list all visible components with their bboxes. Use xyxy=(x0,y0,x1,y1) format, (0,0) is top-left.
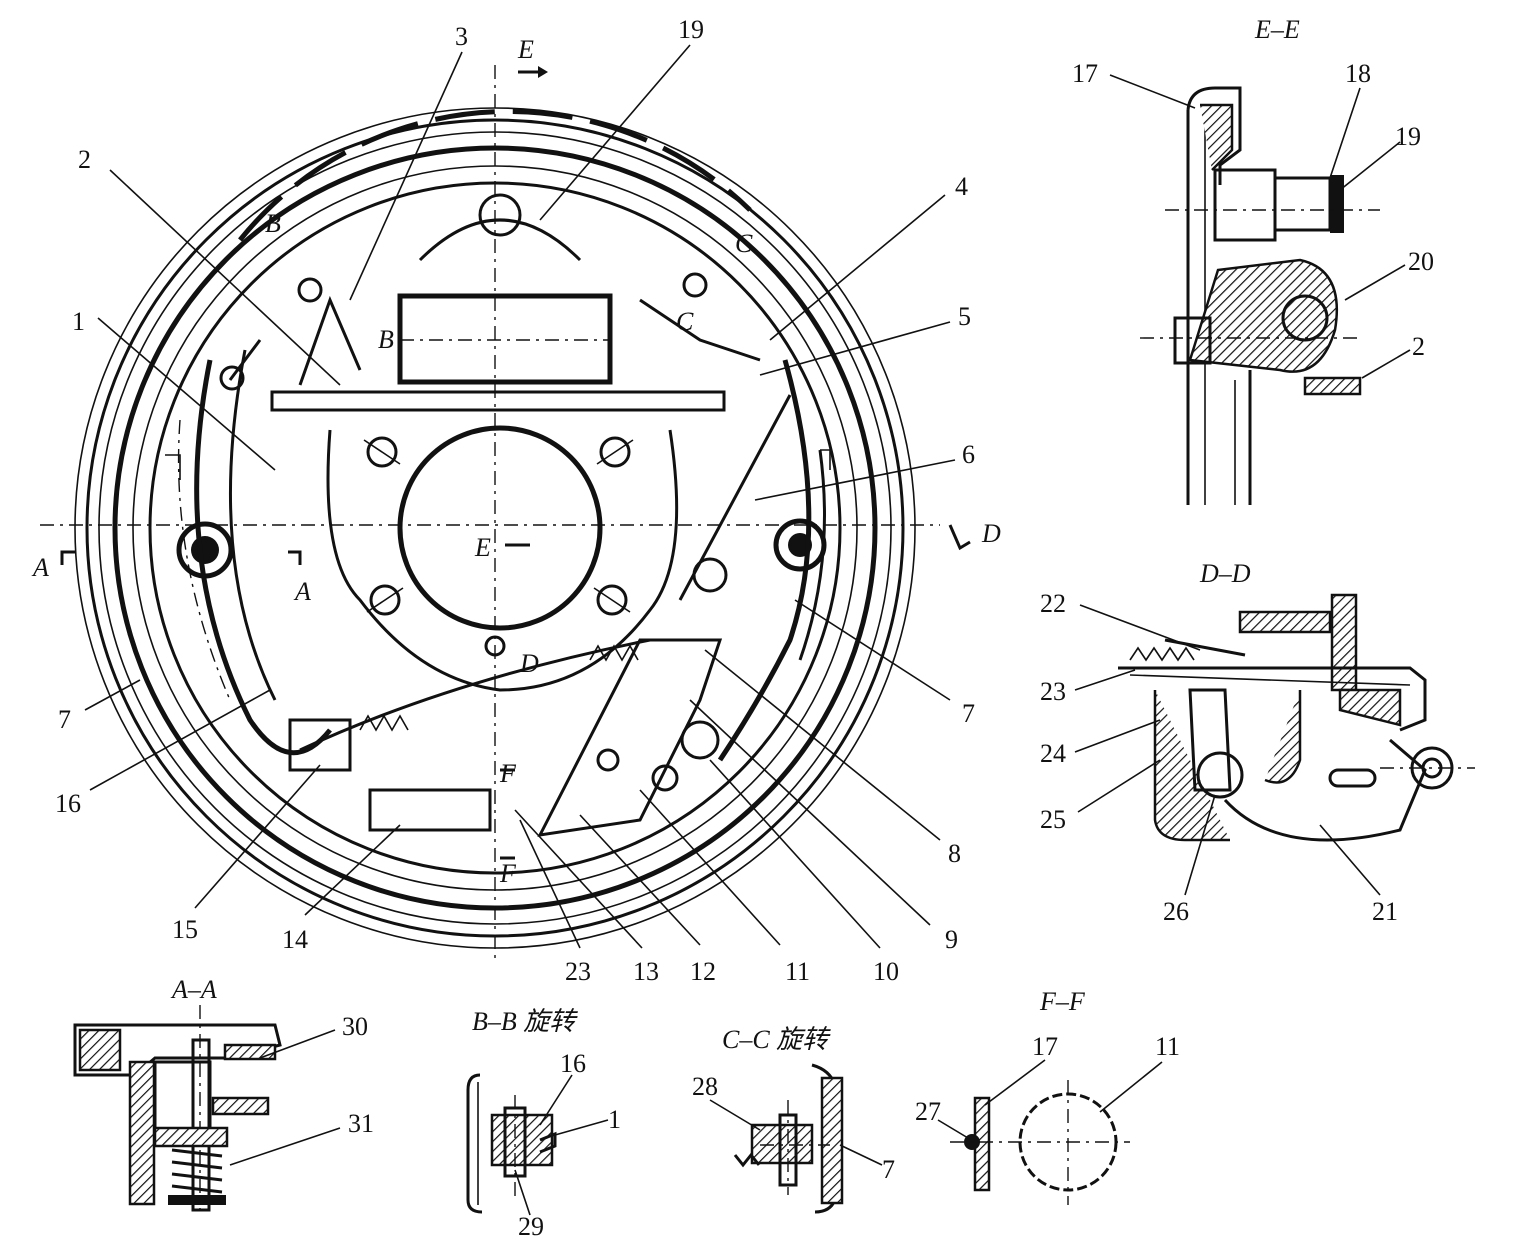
label-2: 2 xyxy=(78,145,91,174)
label-15: 15 xyxy=(172,915,198,944)
label-23: 23 xyxy=(565,957,591,986)
label-9: 9 xyxy=(945,925,958,954)
hub-bolts xyxy=(363,436,634,657)
label-16: 16 xyxy=(55,789,81,818)
ee-label-17: 17 xyxy=(1072,59,1098,88)
ff-label-11: 11 xyxy=(1155,1032,1180,1061)
label-13: 13 xyxy=(633,957,659,986)
section-mark-c-top: C xyxy=(735,229,753,258)
label-7b: 7 xyxy=(962,699,975,728)
dd-label-22: 22 xyxy=(1040,589,1066,618)
section-title-cc: C–C 旋转 xyxy=(722,1025,831,1054)
label-14: 14 xyxy=(282,925,308,954)
section-cc: C–C 旋转 28 7 xyxy=(692,1025,895,1214)
section-ff: F–F 17 11 27 xyxy=(915,987,1180,1205)
dd-label-21: 21 xyxy=(1372,897,1398,926)
section-mark-c-mid: C xyxy=(676,307,694,336)
main-leaders xyxy=(84,44,956,949)
section-mark-d-mid: D xyxy=(519,649,539,678)
label-8: 8 xyxy=(948,839,961,868)
section-aa: A–A 30 31 xyxy=(73,975,374,1212)
ee-label-18: 18 xyxy=(1345,59,1371,88)
ee-label-20: 20 xyxy=(1408,247,1434,276)
bb-label-29: 29 xyxy=(518,1212,544,1241)
section-mark-e-mid: E xyxy=(474,533,491,562)
section-title-aa: A–A xyxy=(170,975,217,1004)
section-mark-a-left: A xyxy=(31,553,49,582)
dd-label-23: 23 xyxy=(1040,677,1066,706)
cc-label-7: 7 xyxy=(882,1155,895,1184)
section-title-dd: D–D xyxy=(1199,559,1251,588)
section-title-bb: B–B 旋转 xyxy=(472,1007,578,1036)
dd-label-26: 26 xyxy=(1163,897,1189,926)
ee-label-19: 19 xyxy=(1395,122,1421,151)
label-6: 6 xyxy=(962,440,975,469)
label-7a: 7 xyxy=(58,705,71,734)
section-mark-e-top: E xyxy=(517,35,534,64)
ff-label-27: 27 xyxy=(915,1097,941,1126)
label-4: 4 xyxy=(955,172,968,201)
label-5: 5 xyxy=(958,302,971,331)
bb-label-16: 16 xyxy=(560,1049,586,1078)
bb-label-1: 1 xyxy=(608,1105,621,1134)
ee-label-2: 2 xyxy=(1412,332,1425,361)
section-dd: D–D 22 23 24 25 26 21 xyxy=(1040,559,1475,926)
section-title-ee: E–E xyxy=(1254,15,1300,44)
aa-label-30: 30 xyxy=(342,1012,368,1041)
section-title-ff: F–F xyxy=(1039,987,1086,1016)
cc-label-28: 28 xyxy=(692,1072,718,1101)
main-view: E E D D A A B B C C F F 1 2 3 19 4 5 6 7… xyxy=(31,15,1001,986)
section-mark-d-right: D xyxy=(981,519,1001,548)
label-12: 12 xyxy=(690,957,716,986)
section-bb: B–B 旋转 16 1 29 xyxy=(466,1007,621,1241)
label-19: 19 xyxy=(678,15,704,44)
section-mark-f-bot: F xyxy=(499,859,517,888)
section-mark-b-top: B xyxy=(265,209,281,238)
dd-label-25: 25 xyxy=(1040,805,1066,834)
label-10: 10 xyxy=(873,957,899,986)
section-mark-f-top: F xyxy=(499,759,517,788)
label-11: 11 xyxy=(785,957,810,986)
label-3: 3 xyxy=(455,22,468,51)
ff-label-17: 17 xyxy=(1032,1032,1058,1061)
aa-label-31: 31 xyxy=(348,1109,374,1138)
section-mark-b-mid: B xyxy=(378,325,394,354)
section-mark-a-right: A xyxy=(293,577,311,606)
dd-label-24: 24 xyxy=(1040,739,1066,768)
label-1: 1 xyxy=(72,307,85,336)
section-ee: E–E 17 18 19 20 2 xyxy=(1072,15,1434,505)
